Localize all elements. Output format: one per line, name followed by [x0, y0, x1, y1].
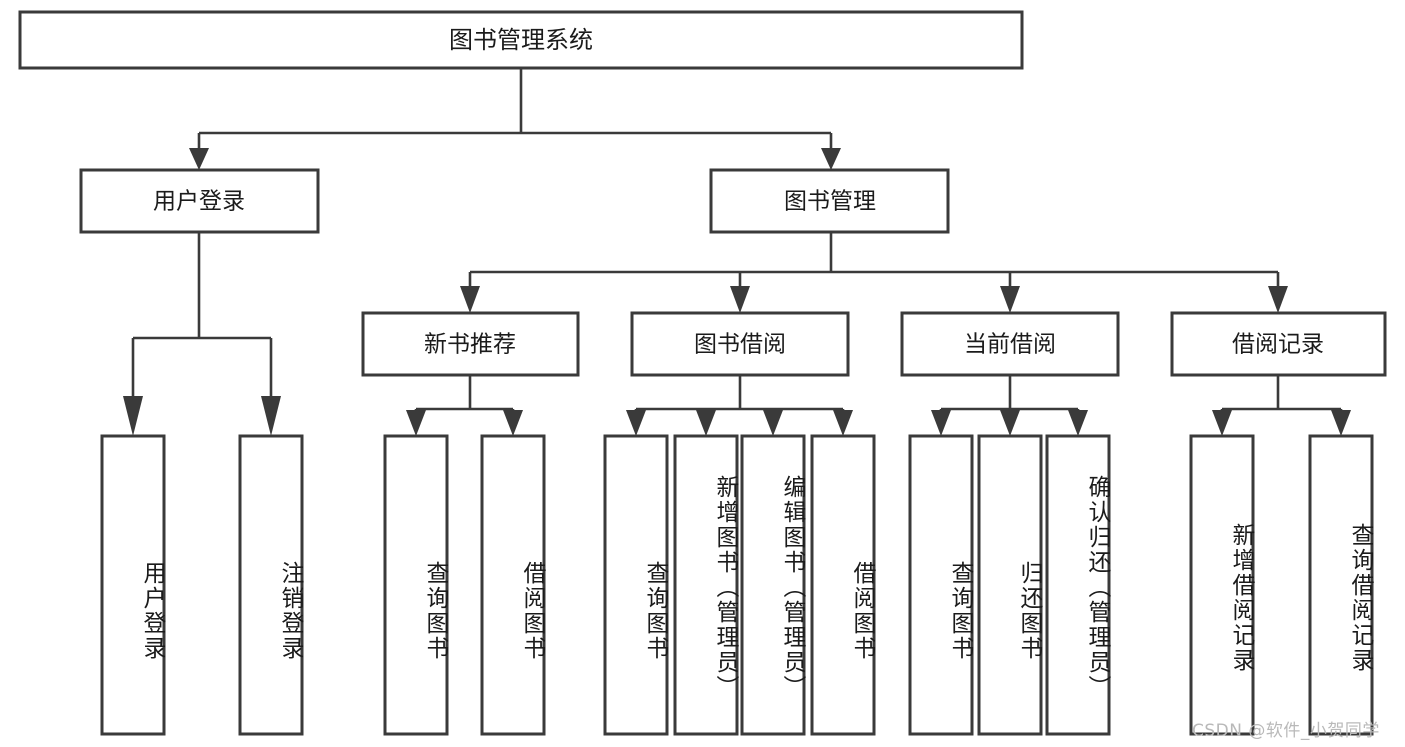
node-root-label: 图书管理系统 — [449, 26, 593, 54]
leaf-box-recommend-1[interactable] — [480, 434, 546, 736]
leaf-box-user-login-0[interactable] — [100, 434, 166, 736]
leaf-box-borrow-1[interactable] — [673, 434, 739, 736]
leaf-box-recommend-0[interactable] — [383, 434, 449, 736]
node-current-borrow-label: 当前借阅 — [964, 332, 1056, 358]
node-new-book-recommend-label: 新书推荐 — [424, 332, 516, 358]
arrow-recommend-leaf1 — [406, 410, 426, 436]
node-root-box[interactable] — [18, 10, 1024, 70]
node-borrow-record-box[interactable] — [1170, 311, 1387, 377]
arrow-borrow-leaf4 — [833, 410, 853, 436]
arrow-borrow-leaf2 — [696, 410, 716, 436]
leaf-box-current-1[interactable] — [977, 434, 1043, 736]
node-user-login-label: 用户登录 — [153, 189, 245, 215]
arrow-to-borrow — [730, 286, 750, 313]
node-borrow-record-label: 借阅记录 — [1232, 332, 1324, 358]
node-book-management-box[interactable] — [709, 168, 950, 234]
leaf-box-borrow-0[interactable] — [603, 434, 669, 736]
arrow-borrow-leaf1 — [626, 410, 646, 436]
leaf-box-borrow-3[interactable] — [810, 434, 876, 736]
node-user-login[interactable]: 用户登录 — [79, 168, 320, 234]
arrow-userlogin-leaf1 — [123, 396, 143, 436]
node-user-login-box[interactable] — [79, 168, 320, 234]
node-current-borrow[interactable]: 当前借阅 — [900, 311, 1120, 377]
node-book-borrow-box[interactable] — [630, 311, 850, 377]
csdn-watermark: CSDN @软件_小贺同学 — [1192, 721, 1380, 741]
arrow-to-book-manage — [821, 148, 841, 170]
node-new-book-recommend[interactable]: 新书推荐 — [361, 311, 580, 377]
arrow-to-record — [1268, 286, 1288, 313]
leaf-box-current-2[interactable] — [1045, 434, 1111, 736]
arrow-borrow-leaf3 — [763, 410, 783, 436]
arrow-record-leaf2 — [1331, 410, 1351, 436]
node-book-management[interactable]: 图书管理 — [709, 168, 950, 234]
connectors-group — [123, 68, 1351, 436]
leaf-box-record-0[interactable] — [1189, 434, 1255, 736]
node-current-borrow-box[interactable] — [900, 311, 1120, 377]
node-book-borrow[interactable]: 图书借阅 — [630, 311, 850, 377]
arrow-current-leaf1 — [931, 410, 951, 436]
leaf-box-current-0[interactable] — [908, 434, 974, 736]
arrow-to-user-login — [189, 148, 209, 170]
node-root-system[interactable]: 图书管理系统 — [18, 10, 1024, 70]
node-new-book-recommend-box[interactable] — [361, 311, 580, 377]
arrow-userlogin-leaf2 — [261, 396, 281, 436]
arrow-current-leaf3 — [1068, 410, 1088, 436]
arrow-to-current — [1000, 286, 1020, 313]
node-book-management-label: 图书管理 — [784, 189, 876, 215]
leaf-box-borrow-2[interactable] — [740, 434, 806, 736]
arrow-to-recommend — [460, 286, 480, 313]
arrow-current-leaf2 — [1000, 410, 1020, 436]
arrow-recommend-leaf2 — [503, 410, 523, 436]
node-book-borrow-label: 图书借阅 — [694, 332, 786, 358]
arrow-record-leaf1 — [1212, 410, 1232, 436]
leaf-box-user-login-1[interactable] — [238, 434, 304, 736]
node-borrow-record[interactable]: 借阅记录 — [1170, 311, 1387, 377]
leaf-box-record-1[interactable] — [1308, 434, 1374, 736]
